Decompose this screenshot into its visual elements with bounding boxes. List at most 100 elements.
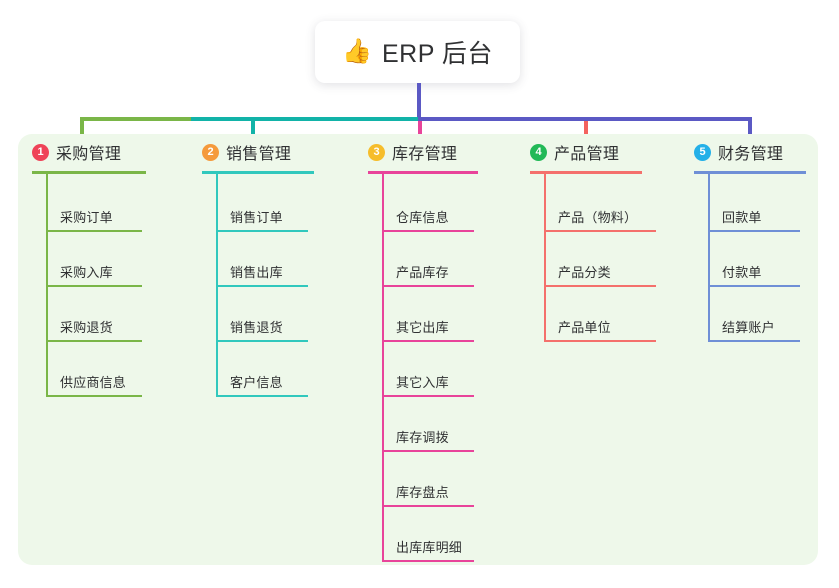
branch-item[interactable]: 回款单	[708, 202, 800, 232]
branch-item[interactable]: 客户信息	[216, 367, 308, 397]
branch-item[interactable]: 出库库明细	[382, 532, 474, 562]
branch-item-label: 其它入库	[396, 375, 449, 390]
branch-item-rule	[46, 230, 142, 232]
branch-item[interactable]: 销售出库	[216, 257, 308, 287]
branch-item-label: 采购退货	[60, 320, 113, 335]
drop-sales	[251, 121, 255, 143]
branch-header-rule-purchase	[32, 171, 146, 174]
branch-item-label: 产品库存	[396, 265, 449, 280]
branch-title-purchase: 采购管理	[56, 146, 122, 163]
branch-item[interactable]: 采购入库	[46, 257, 142, 287]
branch-spine-finance	[708, 174, 710, 342]
branch-header-finance[interactable]: 5 财务管理	[694, 140, 783, 164]
drop-purchase	[80, 121, 84, 143]
branch-header-rule-product	[530, 171, 642, 174]
branch-item-rule	[708, 340, 800, 342]
branch-spine-inventory	[382, 174, 384, 562]
branch-item-rule	[216, 340, 308, 342]
branch-item-rule	[382, 560, 474, 562]
teal-segment	[191, 117, 418, 121]
branch-item-rule	[382, 395, 474, 397]
trunk-connector	[417, 83, 421, 119]
branch-item[interactable]: 仓库信息	[382, 202, 474, 232]
branch-item-label: 付款单	[722, 265, 762, 280]
branch-item[interactable]: 库存盘点	[382, 477, 474, 507]
branch-header-rule-inventory	[368, 171, 478, 174]
purple-segment	[418, 117, 752, 121]
branch-item-rule	[382, 340, 474, 342]
branch-title-inventory: 库存管理	[392, 146, 458, 163]
branch-item[interactable]: 结算账户	[708, 312, 800, 342]
branch-item-label: 销售出库	[230, 265, 283, 280]
branch-item-label: 销售退货	[230, 320, 283, 335]
drop-finance	[748, 121, 752, 143]
branch-item[interactable]: 付款单	[708, 257, 800, 287]
branch-item-rule	[46, 340, 142, 342]
branch-number-badge-finance: 5	[694, 143, 711, 161]
branch-item[interactable]: 库存调拨	[382, 422, 474, 452]
root-node-content: 👍 ERP 后台	[342, 34, 493, 70]
branch-item-rule	[216, 395, 308, 397]
branch-item-rule	[544, 230, 656, 232]
branch-number-badge-purchase: 1	[32, 143, 49, 161]
branch-item-label: 出库库明细	[396, 540, 463, 555]
thumbs-up-icon: 👍	[342, 38, 372, 65]
branch-item-label: 产品（物料）	[558, 210, 638, 225]
branch-item[interactable]: 产品单位	[544, 312, 656, 342]
drop-product	[584, 121, 588, 143]
branch-item[interactable]: 其它出库	[382, 312, 474, 342]
branch-item-rule	[544, 285, 656, 287]
branch-item[interactable]: 销售订单	[216, 202, 308, 232]
branch-item-rule	[46, 285, 142, 287]
branch-item-label: 库存调拨	[396, 430, 449, 445]
branch-item-label: 产品分类	[558, 265, 611, 280]
branch-item-label: 库存盘点	[396, 485, 449, 500]
green-segment	[80, 117, 191, 121]
branch-item[interactable]: 采购退货	[46, 312, 142, 342]
branch-item[interactable]: 产品库存	[382, 257, 474, 287]
branch-header-rule-sales	[202, 171, 314, 174]
branch-item[interactable]: 供应商信息	[46, 367, 142, 397]
branch-number-badge-sales: 2	[202, 143, 219, 161]
branch-item-rule	[46, 395, 142, 397]
branch-item-label: 产品单位	[558, 320, 611, 335]
branch-item-label: 客户信息	[230, 375, 283, 390]
branch-header-rule-finance	[694, 171, 806, 174]
branch-header-purchase[interactable]: 1 采购管理	[32, 140, 121, 164]
branch-item-label: 采购入库	[60, 265, 113, 280]
branch-header-sales[interactable]: 2 销售管理	[202, 140, 291, 164]
branch-title-sales: 销售管理	[226, 146, 292, 163]
branch-title-finance: 财务管理	[718, 146, 784, 163]
branch-item-rule	[708, 230, 800, 232]
branch-spine-product	[544, 174, 546, 342]
branch-item-rule	[382, 285, 474, 287]
branch-item-rule	[382, 505, 474, 507]
branch-item-rule	[216, 230, 308, 232]
branch-header-product[interactable]: 4 产品管理	[530, 140, 619, 164]
branch-number-badge-inventory: 3	[368, 143, 385, 161]
branch-item-label: 供应商信息	[60, 375, 127, 390]
drop-inventory	[418, 121, 422, 143]
branch-title-product: 产品管理	[554, 146, 620, 163]
branch-item[interactable]: 销售退货	[216, 312, 308, 342]
root-node-card[interactable]: 👍 ERP 后台	[315, 21, 520, 83]
branch-item-rule	[382, 230, 474, 232]
branch-item-rule	[708, 285, 800, 287]
branch-item-label: 其它出库	[396, 320, 449, 335]
branch-item[interactable]: 其它入库	[382, 367, 474, 397]
branch-item[interactable]: 产品分类	[544, 257, 656, 287]
branch-item-label: 采购订单	[60, 210, 113, 225]
root-node-title: ERP 后台	[381, 40, 493, 68]
branch-item[interactable]: 采购订单	[46, 202, 142, 232]
branches-panel: 1 采购管理采购订单采购入库采购退货供应商信息 2 销售管理销售订单销售出库销售退货客…	[18, 134, 818, 565]
branch-item-rule	[544, 340, 656, 342]
branch-item[interactable]: 产品（物料）	[544, 202, 656, 232]
branch-number-badge-product: 4	[530, 143, 547, 161]
branch-item-label: 销售订单	[230, 210, 283, 225]
branch-item-label: 结算账户	[722, 320, 775, 335]
branch-item-label: 回款单	[722, 210, 762, 225]
branch-header-inventory[interactable]: 3 库存管理	[368, 140, 457, 164]
branch-item-rule	[216, 285, 308, 287]
branch-item-label: 仓库信息	[396, 210, 449, 225]
